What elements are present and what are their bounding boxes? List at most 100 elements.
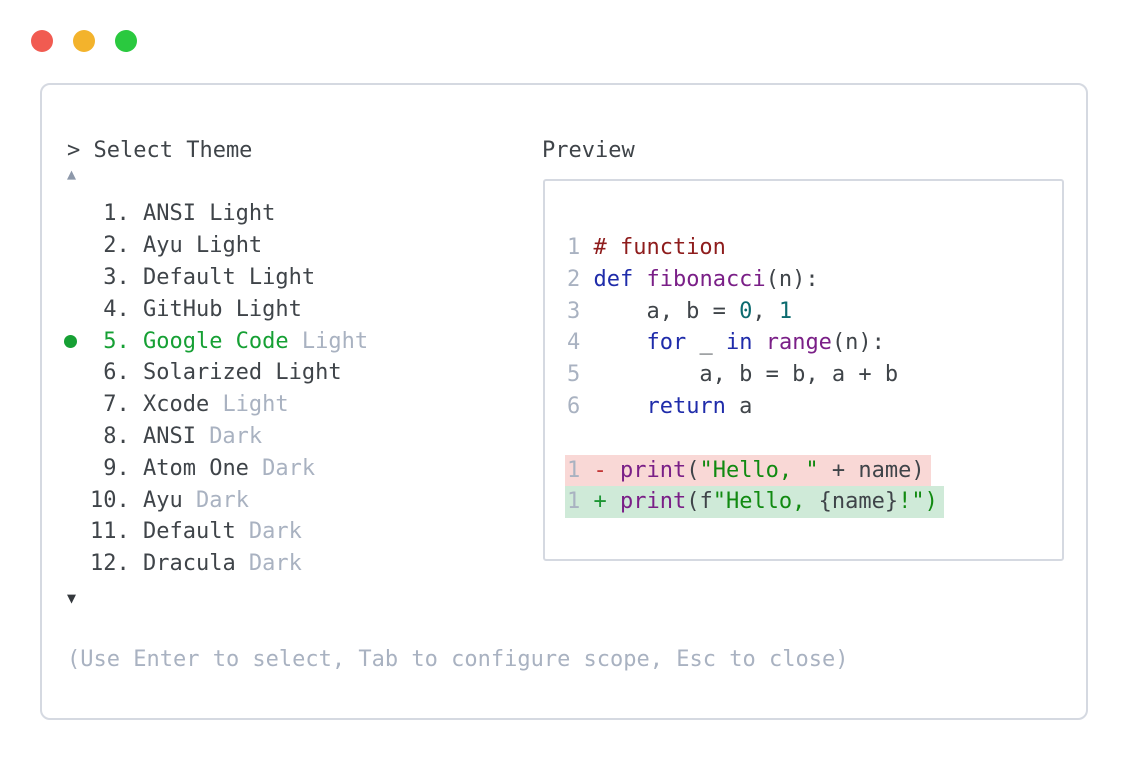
code-token: {name} — [818, 489, 899, 515]
minimize-button[interactable] — [73, 30, 95, 52]
code-line: 3 a, b = 0, 1 — [567, 296, 944, 328]
code-line — [567, 423, 944, 455]
code-token: _ — [686, 330, 726, 356]
theme-item-number: 12. — [90, 551, 130, 577]
code-token: a — [725, 393, 753, 419]
code-token — [593, 330, 646, 355]
theme-item-name: Ayu — [142, 487, 183, 513]
theme-item[interactable]: 12. Dracula Dark — [42, 548, 532, 580]
theme-item-suffix: Light — [301, 328, 369, 354]
code-line: 5 a, b = b, a + b — [567, 359, 944, 391]
code-token: # function — [593, 235, 726, 260]
code-token: print — [619, 489, 687, 515]
code-line: 6 return a — [567, 391, 944, 423]
theme-item[interactable]: 9. Atom One Dark — [42, 452, 532, 484]
theme-item[interactable]: 3. Default Light — [42, 262, 532, 294]
line-number: 1 — [567, 235, 581, 260]
theme-item-number: 6. — [103, 360, 130, 386]
code-token: - — [593, 457, 620, 483]
code-token: return — [646, 393, 726, 419]
line-number: 2 — [567, 266, 581, 292]
code-line-content: 6 return a — [565, 391, 758, 423]
code-token: + name) — [818, 457, 925, 483]
code-token: for — [646, 330, 687, 356]
code-token: (f — [686, 489, 713, 515]
diff-added-line: 1+ print(f"Hello, {name}!") — [565, 486, 944, 519]
theme-item-suffix: Light — [235, 296, 302, 322]
code-line-content — [565, 423, 599, 455]
line-number: 1 — [567, 457, 581, 483]
theme-item-number: 4. — [103, 296, 130, 322]
theme-item-name: Atom One — [142, 455, 249, 481]
theme-item-name: GitHub — [142, 296, 223, 322]
code-token: range — [765, 330, 832, 356]
theme-item[interactable]: 1. ANSI Light — [42, 198, 532, 230]
theme-item-suffix: Light — [195, 233, 263, 259]
theme-item-suffix: Dark — [262, 455, 316, 481]
theme-item-number: 1. — [103, 201, 130, 227]
theme-item-name: Default — [142, 519, 236, 545]
theme-item-name: Default — [142, 264, 236, 290]
theme-item-name: Google Code — [142, 328, 289, 354]
code-token: def — [593, 266, 634, 292]
code-line-content: 3 a, b = 0, 1 — [565, 296, 798, 328]
code-token: a, b = — [593, 298, 740, 324]
code-line-content: 4 for _ in range(n): — [565, 327, 891, 359]
code-token: in — [725, 330, 753, 356]
code-token — [593, 394, 646, 419]
theme-item-number: 9. — [103, 455, 130, 481]
line-number: 3 — [567, 298, 581, 324]
theme-item-suffix: Light — [248, 264, 316, 290]
code-token: "Hello, — [712, 489, 819, 515]
code-token: ( — [686, 457, 700, 483]
theme-item[interactable]: 8. ANSI Dark — [42, 421, 532, 453]
code-token — [752, 330, 765, 355]
theme-item-suffix: Light — [209, 201, 276, 227]
selected-indicator-dot — [64, 334, 77, 348]
theme-item-name: Dracula — [142, 551, 236, 577]
window-controls — [31, 30, 137, 52]
code-line-content: 1- print("Hello, " + name) — [565, 454, 931, 487]
theme-item-number: 8. — [103, 423, 130, 449]
line-number: 6 — [567, 393, 581, 419]
code-token: a, b = b, a + b — [593, 362, 899, 388]
close-button[interactable] — [31, 30, 53, 52]
scroll-up-icon[interactable]: ▲ — [67, 165, 77, 183]
theme-item-number: 2. — [103, 233, 130, 259]
zoom-button[interactable] — [115, 30, 137, 52]
code-token: !") — [898, 489, 938, 515]
theme-item[interactable]: 5. Google Code Light — [42, 325, 532, 357]
theme-item-name: ANSI — [142, 423, 196, 449]
theme-item-suffix: Dark — [209, 423, 263, 449]
code-token: print — [619, 457, 687, 483]
theme-item[interactable]: 4. GitHub Light — [42, 293, 532, 325]
preview-label: Preview — [542, 138, 635, 163]
code-line-content: 5 a, b = b, a + b — [565, 359, 904, 391]
theme-item-suffix: Light — [222, 392, 289, 418]
line-number: 4 — [567, 330, 581, 356]
theme-item[interactable]: 2. Ayu Light — [42, 230, 532, 262]
theme-item-name: Ayu — [142, 233, 183, 259]
scroll-down-icon[interactable]: ▼ — [67, 589, 77, 607]
theme-item-suffix: Dark — [248, 519, 302, 545]
theme-item-number: 5. — [103, 328, 130, 354]
theme-item-name: ANSI — [142, 201, 196, 227]
line-number: 1 — [567, 489, 581, 515]
code-line: 1 # function — [567, 232, 944, 264]
theme-item-suffix: Dark — [195, 487, 249, 513]
code-token: , — [752, 298, 779, 324]
diff-removed-line: 1- print("Hello, " + name) — [565, 454, 944, 487]
code-line-content: 1 # function — [565, 232, 732, 264]
theme-item-number: 3. — [103, 264, 130, 290]
code-token: (n): — [765, 266, 819, 292]
theme-item-suffix: Dark — [248, 551, 302, 577]
